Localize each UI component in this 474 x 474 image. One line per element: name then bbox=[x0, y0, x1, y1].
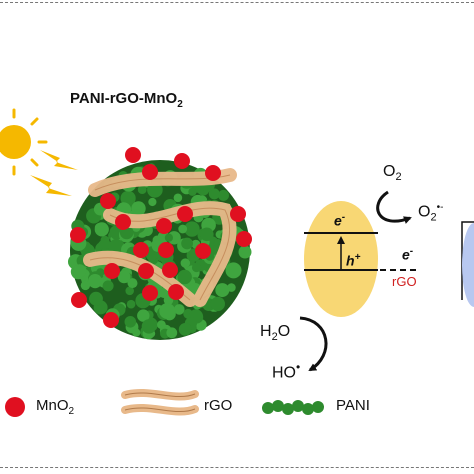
legend-rgo-label: rGO bbox=[204, 397, 233, 414]
pani-blob bbox=[208, 188, 220, 200]
pani-blob bbox=[127, 278, 138, 289]
legend-rgo-marker bbox=[121, 388, 199, 416]
water-oxidation-arrow bbox=[299, 316, 328, 372]
mno2-particle bbox=[236, 231, 252, 247]
composite-title-sub: 2 bbox=[177, 99, 183, 110]
pani-blob bbox=[218, 189, 229, 201]
composite-title-main: PANI-rGO-MnO bbox=[70, 90, 178, 107]
mno2-particle bbox=[125, 147, 141, 163]
pani-blob bbox=[148, 197, 157, 207]
pani-blob bbox=[177, 269, 192, 285]
mno2-particle bbox=[142, 164, 158, 180]
composite-particle bbox=[68, 147, 252, 340]
composite-title: PANI-rGO-MnO2 bbox=[70, 90, 183, 110]
label-rgo-band: rGO bbox=[392, 274, 417, 289]
pani-blob bbox=[137, 309, 150, 322]
pani-blob bbox=[89, 291, 103, 306]
pani-blob bbox=[96, 268, 105, 277]
pani-blob bbox=[210, 296, 225, 312]
pani-blob bbox=[181, 237, 194, 250]
pani-blob bbox=[166, 327, 178, 339]
legend-mno2-marker bbox=[5, 397, 25, 417]
lightning-icon bbox=[30, 150, 78, 196]
label-electron-rgo: e- bbox=[402, 246, 414, 263]
pani-blob bbox=[159, 303, 176, 319]
pani-blob bbox=[225, 262, 242, 279]
mno2-particle bbox=[71, 292, 87, 308]
legend-pani-label: PANI bbox=[336, 397, 370, 414]
mno2-particle bbox=[100, 193, 116, 209]
pani-blob bbox=[164, 233, 173, 242]
oxygen-reduction-arrow bbox=[376, 190, 412, 224]
pani-blob bbox=[137, 185, 147, 195]
mno2-particle bbox=[158, 242, 174, 258]
mno2-particle bbox=[142, 285, 158, 301]
label-hydroxyl: HO• bbox=[272, 360, 301, 382]
semiconductor-band bbox=[304, 201, 378, 317]
label-hole: h+ bbox=[346, 252, 361, 269]
pani-blob bbox=[132, 328, 141, 337]
label-o2: O2 bbox=[383, 163, 402, 184]
pani-blob bbox=[126, 299, 136, 309]
mno2-particle bbox=[138, 263, 154, 279]
pani-blob bbox=[178, 323, 192, 336]
pani-blob bbox=[102, 280, 114, 292]
legend-mno2-label: MnO2 bbox=[36, 397, 75, 417]
pani-blob bbox=[173, 193, 183, 203]
top-dashed-border bbox=[0, 2, 474, 3]
mno2-particle bbox=[115, 214, 131, 230]
pani-blob bbox=[178, 224, 188, 234]
bottom-dashed-border bbox=[0, 467, 474, 468]
pani-blob bbox=[124, 316, 137, 328]
pani-blob bbox=[215, 283, 230, 298]
pani-blob bbox=[94, 222, 109, 237]
label-electron-cb: e- bbox=[334, 212, 346, 229]
mno2-particle bbox=[162, 262, 178, 278]
pani-blob bbox=[174, 304, 185, 315]
mno2-particle bbox=[133, 242, 149, 258]
label-superoxide: O2•- bbox=[418, 202, 444, 224]
pani-blob bbox=[108, 239, 124, 255]
label-h2o: H2O bbox=[260, 323, 291, 344]
pani-blob bbox=[88, 274, 103, 289]
right-partial-structure bbox=[461, 221, 474, 307]
mno2-particle bbox=[230, 206, 246, 222]
pani-blob bbox=[184, 221, 200, 237]
pani-blob bbox=[191, 262, 202, 273]
mno2-particles bbox=[70, 147, 252, 328]
mno2-particle bbox=[177, 206, 193, 222]
mno2-particle bbox=[195, 243, 211, 259]
mno2-particle bbox=[104, 263, 120, 279]
mno2-particle bbox=[168, 284, 184, 300]
mno2-particle bbox=[205, 165, 221, 181]
pani-blob bbox=[117, 270, 131, 284]
pani-blob bbox=[188, 187, 197, 196]
legend-pani-marker bbox=[262, 400, 324, 415]
pani-blob bbox=[73, 264, 87, 278]
pani-blob bbox=[157, 320, 166, 330]
sun-icon bbox=[0, 108, 48, 176]
pani-blob bbox=[180, 258, 190, 268]
pani-blob bbox=[141, 319, 157, 334]
mno2-particle bbox=[103, 312, 119, 328]
pani-blob bbox=[200, 227, 214, 242]
mno2-particle bbox=[174, 153, 190, 169]
pani-blob bbox=[238, 245, 252, 259]
pani-blob bbox=[125, 286, 134, 296]
pani-blob bbox=[80, 280, 91, 291]
mno2-particle bbox=[70, 227, 86, 243]
mno2-particle bbox=[156, 218, 172, 234]
